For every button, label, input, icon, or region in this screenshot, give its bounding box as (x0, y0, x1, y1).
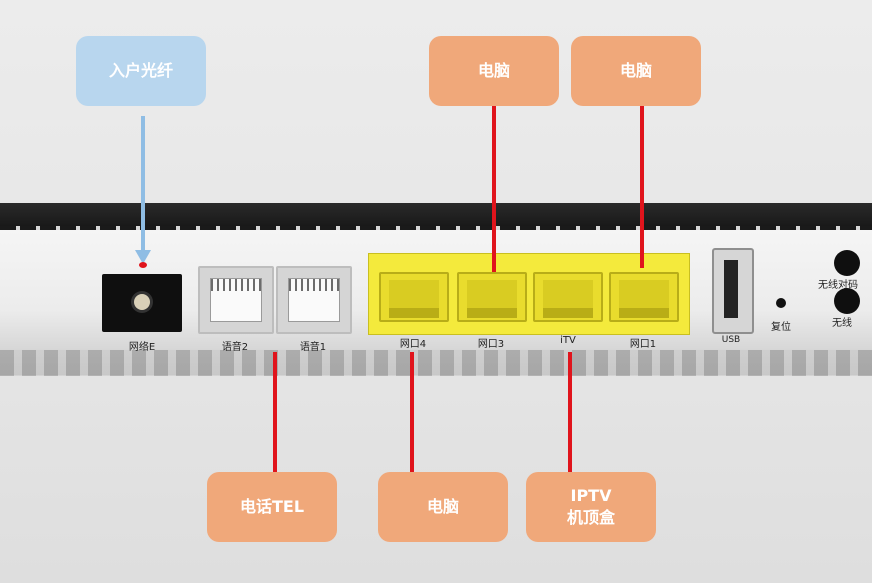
callout-computer-3: 电脑 (378, 472, 508, 542)
voice2-jack (210, 278, 262, 322)
connector-line-lan4 (410, 352, 414, 474)
label-wifi: 无线 (832, 318, 852, 329)
lan3-port (457, 272, 527, 322)
router-bottom-vents (0, 350, 872, 376)
wifi-pair-button (834, 250, 860, 276)
fiber-arrow-icon (135, 250, 151, 264)
callout-phone: 电话TEL (207, 472, 337, 542)
voice1-jack (288, 278, 340, 322)
callout-iptv: IPTV 机顶盒 (526, 472, 656, 542)
connector-line-lan1 (640, 106, 644, 268)
callout-fiber-in: 入户光纤 (76, 36, 206, 106)
callout-iptv-line2: 机顶盒 (566, 508, 615, 527)
optical-ferrule (134, 294, 150, 310)
fiber-arrow-tip (139, 262, 147, 268)
lan-port-block (368, 253, 690, 335)
lan1-port (609, 272, 679, 322)
voice1-port (276, 266, 352, 334)
callout-computer-1: 电脑 (429, 36, 559, 106)
label-wifi-pair: 无线对码 (818, 280, 858, 291)
label-usb: USB (721, 335, 741, 345)
label-voice2: 语音2 (221, 342, 249, 353)
optical-port (102, 274, 182, 332)
label-voice1: 语音1 (299, 342, 327, 353)
callout-computer-2: 电脑 (571, 36, 701, 106)
lan4-port (379, 272, 449, 322)
connector-line-itv (568, 352, 572, 474)
callout-iptv-line1: IPTV (570, 486, 612, 506)
label-lan4: 网口4 (399, 339, 427, 350)
label-lan1: 网口1 (629, 339, 657, 350)
reset-button (776, 298, 786, 308)
wifi-button (834, 288, 860, 314)
voice2-port (198, 266, 274, 334)
connector-line-lan3 (492, 106, 496, 272)
label-optical: 网络E (128, 342, 156, 353)
label-itv: iTV (560, 335, 576, 346)
usb-port (712, 248, 754, 334)
itv-port (533, 272, 603, 322)
label-lan3: 网口3 (477, 339, 505, 350)
fiber-connector-line (141, 116, 145, 252)
connector-line-phone (273, 352, 277, 474)
label-reset: 复位 (771, 322, 791, 333)
